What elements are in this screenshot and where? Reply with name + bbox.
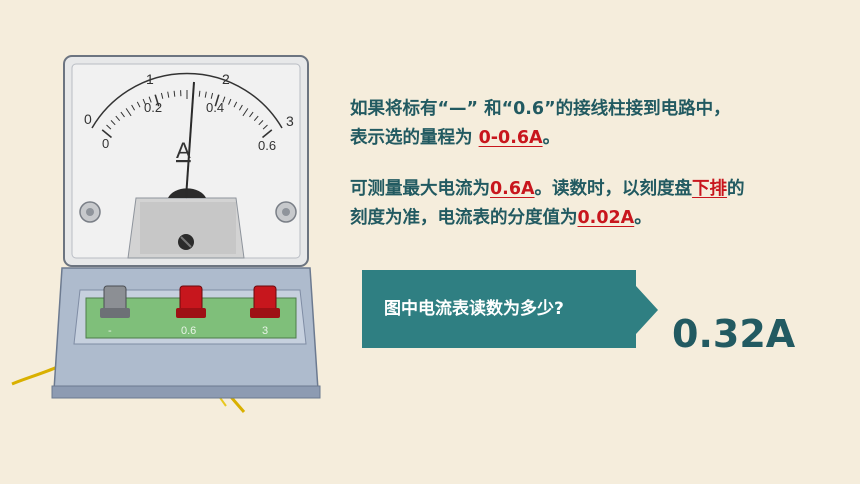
scale-tick [249, 111, 254, 118]
reading-text: 。读数时，以刻度盘 [534, 179, 693, 199]
upper-scale-2: 2 [222, 71, 230, 87]
scale-tick [238, 104, 243, 111]
explanation-line-4: 刻度为准，电流表的分度值为0.02A。 [350, 204, 652, 232]
max-label: 可测量最大电流为 [350, 179, 490, 199]
lower-scale-0: 0 [102, 136, 109, 151]
range-value: 0-0.6A [478, 128, 543, 148]
scale-tick [258, 120, 264, 126]
range-suffix: 。 [542, 128, 561, 148]
explanation-line-1: 如果将标有“—” 和“0.6”的接线柱接到电路中， [350, 99, 731, 119]
division-suffix: 。 [634, 208, 652, 228]
upper-scale-0: 0 [84, 111, 92, 127]
scale-tick [120, 111, 125, 118]
scale-tick [228, 98, 232, 105]
lower-scale-06: 0.6 [258, 138, 276, 153]
scale-tick [214, 94, 220, 107]
scale-tick [253, 115, 259, 122]
scale-tick [198, 90, 201, 97]
upper-scale-3: 3 [286, 113, 294, 129]
scale-tick [131, 104, 136, 111]
meter-face: 0 1 2 3 0 0.2 0.4 0.6 A [63, 55, 309, 267]
terminal-0-6: 0.6 [176, 285, 206, 337]
division-value: 0.02A [577, 208, 635, 228]
scale-tick [173, 90, 176, 97]
scale-tick [233, 101, 238, 108]
question-callout: 图中电流表读数为多少? [362, 270, 636, 348]
terminal-3: 3 [250, 285, 280, 337]
terminal-negative: - [100, 285, 130, 337]
terminal-label-0-6: 0.6 [181, 325, 196, 337]
meter-unit: A [176, 138, 191, 163]
scale-ticks [101, 90, 273, 139]
scale-tick [142, 98, 146, 105]
scale-tick [167, 91, 170, 98]
scale-tick [262, 124, 268, 130]
answer-text: 0.32A [672, 312, 796, 356]
meter-needle [185, 81, 195, 199]
scale-tick [261, 129, 273, 139]
lower-scale-02: 0.2 [144, 100, 162, 115]
lower-scale-04: 0.4 [206, 100, 224, 115]
scale-tick [222, 96, 226, 103]
scale-tick [160, 92, 164, 99]
scale-tick [210, 92, 214, 99]
scale-tick [136, 101, 141, 108]
terminal-label-3: 3 [262, 325, 268, 337]
scale-tick [125, 108, 132, 117]
explanation-line-3: 可测量最大电流为0.6A。读数时，以刻度盘下排的 [350, 175, 745, 203]
division-label: 刻度为准，电流表的分度值为 [350, 208, 578, 228]
scale-tick [110, 120, 116, 126]
scale-tick [115, 115, 121, 122]
scale-tick [148, 96, 152, 103]
callout-pointer [636, 286, 658, 334]
scale-tick [101, 129, 113, 139]
scale-tick [154, 94, 160, 107]
max-value: 0.6A [490, 179, 535, 199]
range-label: 表示选的量程为 [350, 128, 479, 148]
scale-tick [106, 124, 112, 130]
question-text: 图中电流表读数为多少? [384, 299, 564, 319]
explanation-line-2: 表示选的量程为 0-0.6A。 [350, 124, 560, 152]
upper-scale-1: 1 [146, 71, 154, 87]
scale-tick [242, 108, 249, 117]
terminal-label-negative: - [108, 325, 112, 337]
ammeter-illustration: 0 1 2 3 0 0.2 0.4 0.6 A - 0.6 3 [11, 55, 321, 413]
scale-tick [204, 91, 207, 98]
line3-suffix: 的 [727, 179, 745, 199]
lower-row-highlight: 下排 [692, 179, 728, 199]
